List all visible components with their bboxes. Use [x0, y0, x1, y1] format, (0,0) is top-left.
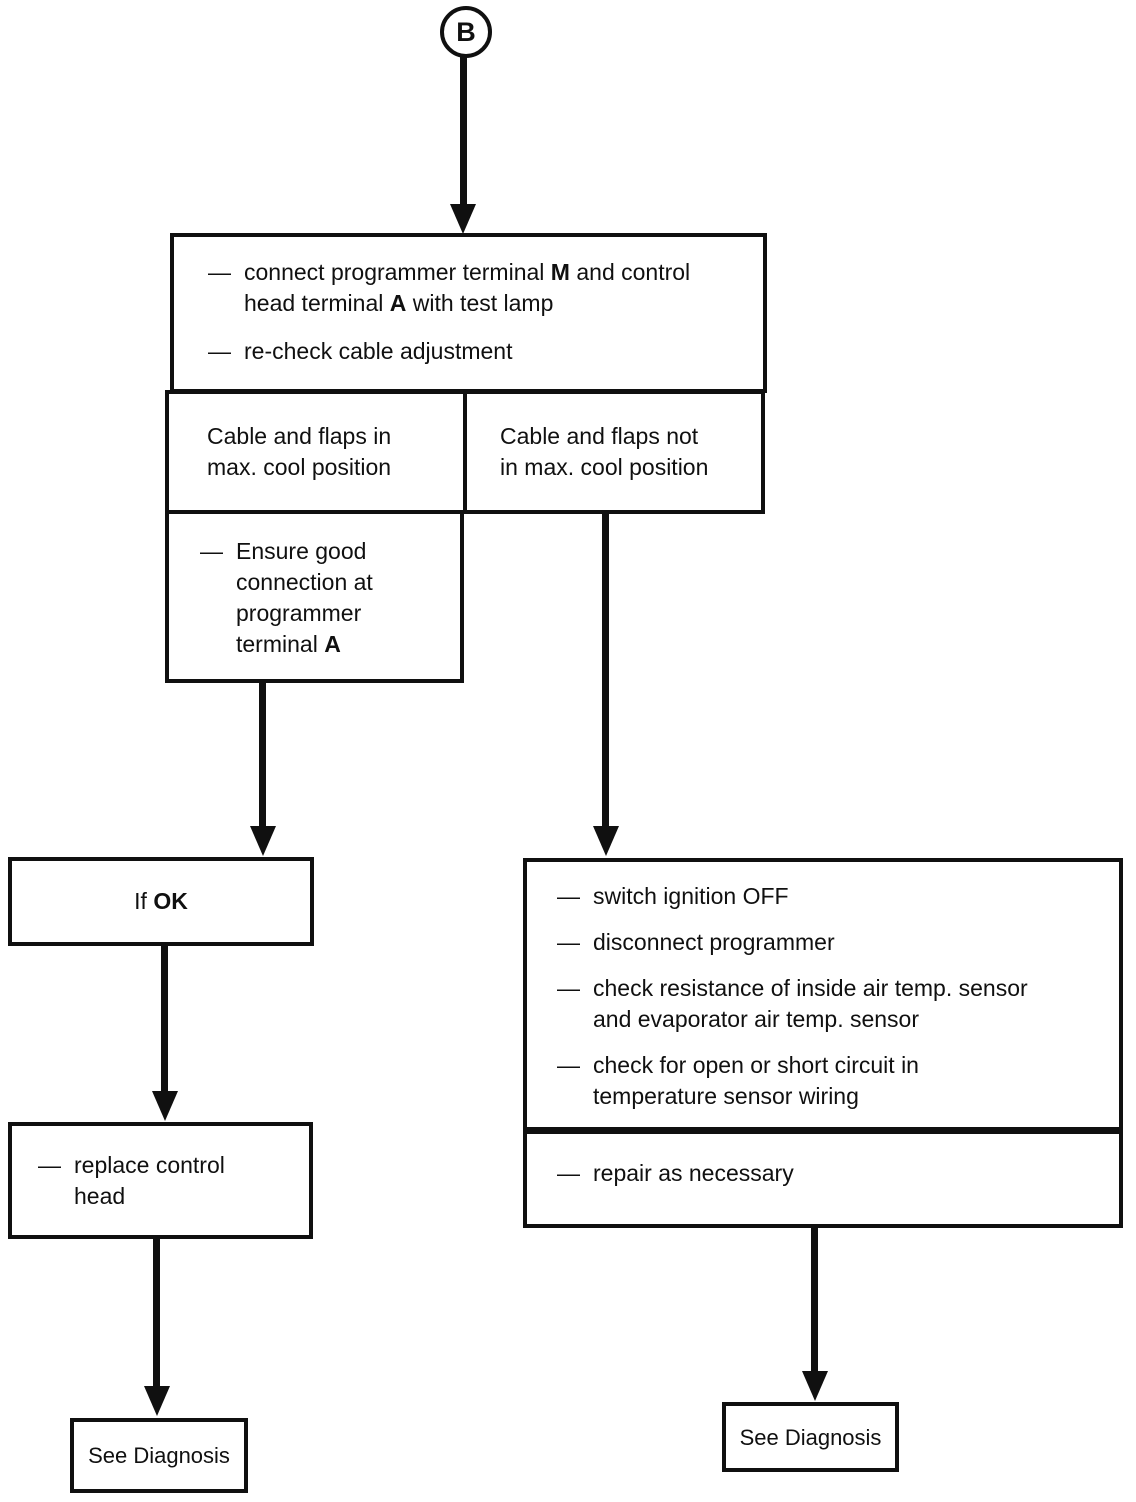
text-segment-bold: A — [324, 631, 341, 657]
bullet-line: temperature sensor wiring — [593, 1083, 859, 1109]
bullet-text: check resistance of inside air temp. sen… — [593, 973, 1028, 1035]
condition-line: Cable and flaps not — [500, 423, 699, 449]
bullet-line: connect programmer terminal M and contro… — [244, 257, 690, 288]
text-segment-bold: A — [389, 290, 407, 316]
bullet-text: connect programmer terminal M and contro… — [244, 257, 690, 319]
box-cable-flaps-not-in-position: Cable and flaps not in max. cool positio… — [463, 390, 765, 514]
bullet-line: and evaporator air temp. sensor — [593, 1006, 920, 1032]
bullet-item: — check for open or short circuit in tem… — [557, 1050, 1101, 1112]
arrow-line — [153, 1236, 160, 1388]
bullet-text: Ensure good connection at programmer ter… — [236, 536, 373, 660]
text-segment: and control — [576, 259, 691, 285]
arrow-line — [259, 680, 266, 828]
box-cable-flaps-in-position: Cable and flaps in max. cool position — [165, 390, 467, 514]
text-segment: with test lamp — [412, 290, 554, 316]
bullet-line: terminal A — [236, 629, 373, 660]
bullet-item: — Ensure good connection at programmer t… — [200, 536, 450, 660]
bullet-line: head — [74, 1183, 126, 1209]
arrowhead-down-icon — [152, 1091, 178, 1121]
box-if-ok: If OK — [8, 857, 314, 946]
checks-section: — switch ignition OFF — disconnect progr… — [527, 862, 1119, 1134]
bullet-item: — check resistance of inside air temp. s… — [557, 973, 1101, 1035]
start-connector-label: B — [456, 16, 476, 47]
bullet-text: check for open or short circuit in tempe… — [593, 1050, 919, 1112]
see-diagnosis-label: See Diagnosis — [88, 1443, 230, 1468]
bullet-line: replace control — [74, 1152, 225, 1178]
bullet-dash: — — [208, 259, 231, 285]
bullet-line: check for open or short circuit in — [593, 1052, 919, 1078]
text-segment: If — [134, 888, 147, 914]
repair-section: — repair as necessary — [527, 1134, 1119, 1189]
bullet-line: check resistance of inside air temp. sen… — [593, 975, 1028, 1001]
bullet-dash: — — [200, 538, 223, 564]
arrowhead-down-icon — [450, 204, 476, 234]
bullet-text: switch ignition OFF — [593, 883, 789, 909]
box-replace-control-head: — replace control head — [8, 1122, 313, 1239]
arrowhead-down-icon — [250, 826, 276, 856]
condition-line: max. cool position — [207, 454, 392, 480]
box-sensor-checks: — switch ignition OFF — disconnect progr… — [523, 858, 1123, 1228]
if-ok-label: If OK — [134, 886, 188, 917]
arrow-line — [602, 510, 609, 828]
box-see-diagnosis-right: See Diagnosis — [722, 1402, 899, 1472]
bullet-dash: — — [557, 883, 580, 909]
bullet-item: — switch ignition OFF — [557, 881, 1101, 912]
bullet-line: Ensure good — [236, 538, 367, 564]
bullet-line: connection at — [236, 569, 373, 595]
bullet-text: re-check cable adjustment — [244, 338, 513, 364]
arrow-line — [161, 943, 168, 1093]
start-connector-b: B — [440, 6, 492, 58]
bullet-text: repair as necessary — [593, 1160, 794, 1186]
box-see-diagnosis-left: See Diagnosis — [70, 1418, 248, 1493]
bullet-dash: — — [208, 338, 231, 364]
bullet-dash: — — [557, 929, 580, 955]
bullet-dash: — — [38, 1152, 61, 1178]
bullet-item: — disconnect programmer — [557, 927, 1101, 958]
arrow-line — [460, 56, 467, 208]
condition-line: Cable and flaps in — [207, 423, 392, 449]
bullet-text: replace control head — [74, 1150, 225, 1212]
arrowhead-down-icon — [593, 826, 619, 856]
bullet-line: programmer — [236, 600, 362, 626]
bullet-item: — replace control head — [38, 1150, 299, 1212]
text-segment-bold: M — [550, 259, 570, 285]
bullet-text: disconnect programmer — [593, 929, 835, 955]
arrowhead-down-icon — [144, 1386, 170, 1416]
arrowhead-down-icon — [802, 1371, 828, 1401]
text-segment: connect programmer terminal — [244, 259, 545, 285]
arrow-line — [811, 1225, 818, 1373]
text-segment-bold: OK — [153, 888, 188, 914]
text-segment: head terminal — [244, 290, 384, 316]
bullet-item: — connect programmer terminal M and cont… — [208, 257, 745, 319]
condition-line: in max. cool position — [500, 454, 709, 480]
box-ensure-connection: — Ensure good connection at programmer t… — [165, 510, 464, 683]
bullet-line: head terminal A with test lamp — [244, 288, 690, 319]
text-segment: terminal — [236, 631, 318, 657]
see-diagnosis-label: See Diagnosis — [739, 1424, 882, 1450]
bullet-dash: — — [557, 975, 580, 1001]
bullet-item: — repair as necessary — [557, 1158, 1101, 1189]
bullet-item: — re-check cable adjustment — [208, 336, 745, 367]
box-connect-test-lamp: — connect programmer terminal M and cont… — [170, 233, 767, 393]
bullet-dash: — — [557, 1160, 580, 1186]
bullet-dash: — — [557, 1052, 580, 1078]
